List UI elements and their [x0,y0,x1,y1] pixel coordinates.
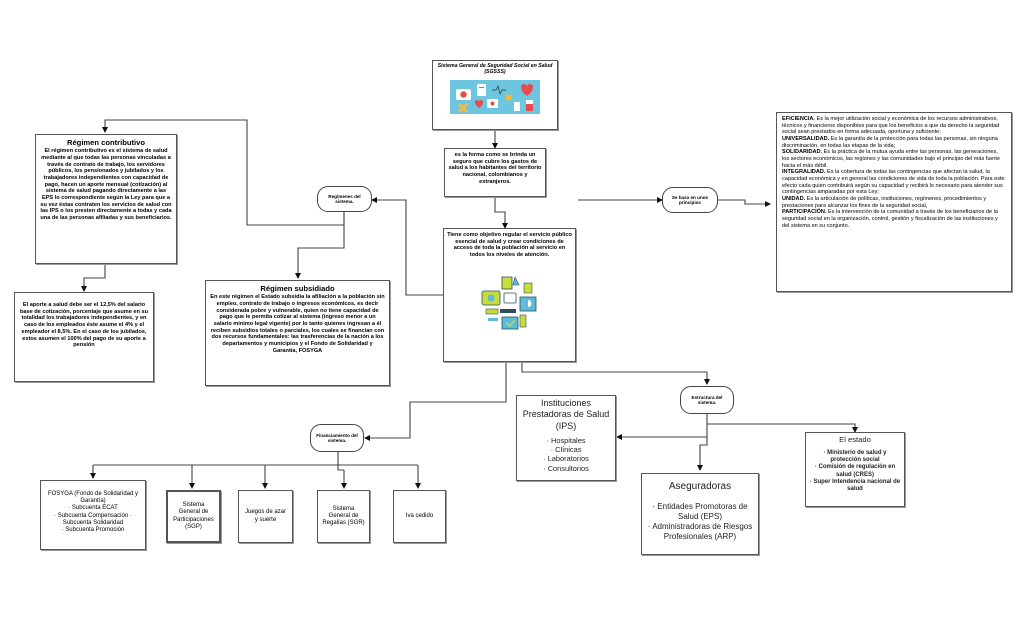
objective-box: Tiene como objetivo regular el servicio … [443,228,576,362]
regimen-contributivo-title: Régimen contributivo [66,138,146,147]
definition-box: es la forma como se brinda un seguro que… [444,148,546,197]
sgsss-title: Sistema General de Seguridad Social en S… [437,63,553,76]
sgp-label: Sistema General de Participaciones (SGP) [173,502,214,530]
fosyga-box: FOSYGA (Fondo de Solidaridad y Garantía)… [40,480,146,550]
sgsss-title-box: Sistema General de Seguridad Social en S… [432,60,558,130]
definition-text: es la forma como se brinda un seguro que… [448,152,542,185]
health-science-image [480,273,540,333]
wire-financiamiento-bus [93,452,418,471]
fosyga-item: · Subcuenta Compensación · [54,512,132,519]
wire-definition-objective [494,197,508,229]
wire-regimenes-subsidiado [295,212,345,279]
node-financiamiento-label: Financiamiento del sistema. [316,432,358,444]
principle-unidad: UNIDAD. Es la articulación de políticas,… [782,195,987,209]
regimen-contributivo-box: Régimen contributivo El régimen contribu… [35,134,177,264]
ips-item: · Hospitales [546,435,586,445]
fosyga-item: Subcuenta Solidaridad [62,519,124,526]
node-financiamiento: Financiamiento del sistema. [310,424,364,452]
principle-participacion: PARTICIPACIÓN. Es la intervención de la … [782,209,998,229]
aseguradoras-title: Aseguradoras [668,481,732,492]
node-estructura-label: Estructura del sistema. [691,394,723,406]
iva-label: Iva cedido [405,512,434,519]
juegos-box: Juegos de azar y suerte [238,490,293,543]
fosyga-title: FOSYGA (Fondo de Solidaridad y Garantía) [47,491,139,505]
ips-title: Instituciones Prestadoras de Salud (IPS) [522,398,610,431]
principle-solidaridad: SOLIDARIDAD. Es la práctica de la mutua … [782,149,1000,169]
juegos-label: Juegos de azar y suerte [244,509,287,523]
objective-text: Tiene como objetivo regular el servicio … [447,232,572,259]
aseguradoras-box: Aseguradoras · Entidades Promotoras de S… [641,473,759,555]
fosyga-item: · Subcuenta Promoción [61,526,125,533]
regimen-subsidiado-text: En este régimen el Estado subsidia la af… [210,294,385,354]
medical-icons-illustration [456,84,533,114]
sgr-box: Sistema General de Regalías (SGR) [317,490,370,543]
node-regimenes: Regímenes del sistema. [317,186,372,212]
aporte-text: El aporte a salud debe ser el 12,5% del … [19,302,149,349]
ips-item: · Consultorios [543,463,589,473]
node-principios: Se basa en unos principios [662,187,718,213]
principle-integralidad: INTEGRALIDAD. Es la cobertura de todas l… [782,169,1005,196]
regimen-subsidiado-title: Régimen subsidiado [260,284,335,293]
estado-item: · Ministerio de salud y protección socia… [823,450,887,464]
principle-universalidad: UNIVERSALIDAD. Es la garantía de la prot… [782,135,998,149]
sgr-label: Sistema General de Regalías (SGR) [322,505,365,527]
estado-title: El estado [839,435,871,444]
wire-contributivo-aporte [81,263,106,292]
aseguradoras-item: · Entidades Promotoras de Salud (EPS) [652,501,748,521]
aseguradoras-item: · Administradoras de Riesgos Profesional… [647,521,753,541]
estado-item: · Comisión de regulación en salud (CRES) [814,464,896,478]
regimen-subsidiado-box: Régimen subsidiado En este régimen el Es… [205,280,390,386]
iva-box: Iva cedido [393,490,446,543]
wire-estructura-estado [707,423,858,433]
wire-estructura-ips [616,414,708,440]
sgp-box: Sistema General de Participaciones (SGP) [166,490,221,543]
node-regimenes-label: Regímenes del sistema. [328,193,361,205]
wire-objective-estructura [521,362,710,385]
principle-eficiencia: EFICIENCIA. Es la mejor utilización soci… [782,116,1000,136]
medical-icons-image [450,80,540,115]
health-science-illustration [481,275,536,330]
estado-item: · Super Intendencia nacional de salud [809,478,901,493]
node-principios-label: Se basa en unos principios [671,194,709,206]
wire-objective-financiamiento [364,362,507,441]
aporte-box: El aporte a salud debe ser el 12,5% del … [14,292,154,382]
wire-estructura-aseguradoras [697,437,708,471]
wire-principios-box [718,199,771,207]
regimen-contributivo-text: El régimen contributivo es el sistema de… [40,148,172,222]
ips-item: · Clínicas [550,445,582,454]
node-estructura: Estructura del sistema. [680,386,734,414]
ips-box: Instituciones Prestadoras de Salud (IPS)… [516,395,616,481]
ips-item: · Laboratorios [543,454,589,464]
wire-objective-regimenes [371,197,443,296]
estado-box: El estado · Ministerio de salud y protec… [805,432,905,507]
fosyga-item: · Subcuenta ECAT [68,505,118,512]
principles-box: EFICIENCIA. Es la mejor utilización soci… [776,112,1012,292]
